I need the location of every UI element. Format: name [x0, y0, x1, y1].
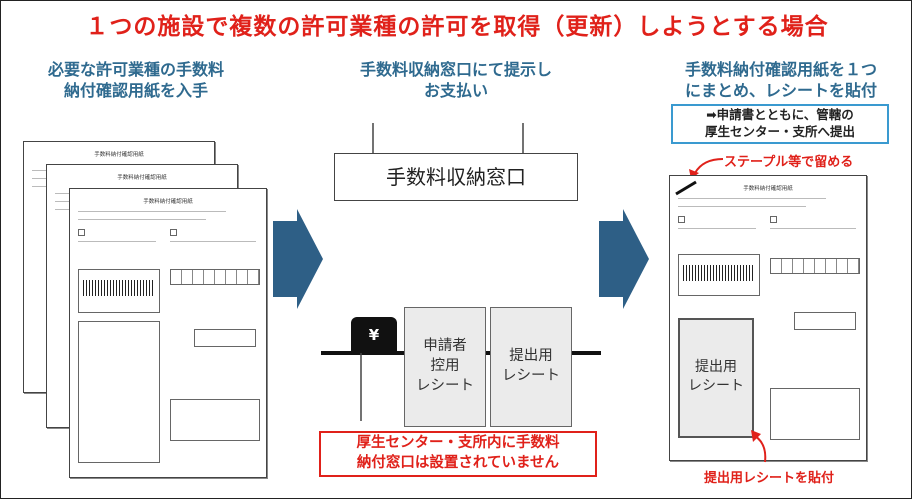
form-stamp-box	[194, 329, 256, 347]
form-receipt-area	[78, 321, 160, 463]
receipt-submit-line1: 提出用	[509, 348, 553, 364]
form-checkbox	[770, 216, 777, 223]
form-sheet-title: 手数料納付確認用紙	[117, 175, 167, 181]
step3-line1: 手数料納付確認用紙を１つ	[684, 60, 877, 79]
submission-note: ➡申請書とともに、管轄の 厚生センター・支所へ提出	[671, 104, 889, 144]
form-sheet-title: 手数料納付確認用紙	[143, 199, 193, 205]
counter-sign: 手数料収納窓口	[334, 153, 578, 201]
flow-arrow-2	[599, 209, 649, 309]
combined-form: 手数料納付確認用紙 提出用 レシート	[669, 175, 867, 461]
step2-line2: お支払い	[423, 81, 488, 100]
form-checkbox	[678, 216, 685, 223]
step3-line2: にまとめ、レシートを貼付	[684, 81, 877, 100]
receipt-applicant-copy: 申請者 控用 レシート	[404, 307, 486, 427]
note-line2: 厚生センター・支所へ提出	[704, 124, 855, 139]
staple-mark-icon	[675, 180, 697, 196]
receipt-submit-copy: 提出用 レシート	[490, 307, 572, 427]
form-checkbox	[78, 229, 85, 236]
form-barcode-box	[78, 269, 160, 313]
pasted-receipt-line1: 提出用	[695, 359, 737, 375]
form-applicant-box	[170, 399, 260, 441]
pasted-receipt: 提出用 レシート	[678, 318, 754, 438]
form-barcode-box	[678, 254, 760, 296]
yen-register-icon: ¥	[351, 317, 397, 353]
form-checkbox	[170, 229, 177, 236]
paste-label: 提出用レシートを貼付	[704, 471, 835, 486]
step3-heading: 手数料納付確認用紙を１つ にまとめ、レシートを貼付	[661, 59, 901, 101]
step2-line1: 手数料収納窓口にて提示し	[359, 60, 552, 79]
warning-line2: 納付窓口は設置されていません	[356, 455, 560, 471]
page-title: １つの施設で複数の許可業種の許可を取得（更新）しようとする場合	[85, 14, 829, 40]
step1-line1: 必要な許可業種の手数料	[47, 60, 224, 79]
receipt-applicant-line3: レシート	[416, 378, 474, 394]
step1-heading: 必要な許可業種の手数料 納付確認用紙を入手	[21, 59, 251, 101]
pasted-receipt-line2: レシート	[688, 378, 744, 394]
note-line1: ➡申請書とともに、管轄の	[706, 107, 854, 122]
step2-heading: 手数料収納窓口にて提示し お支払い	[331, 59, 581, 101]
form-number-grid	[170, 269, 260, 285]
paste-arrow	[751, 430, 767, 463]
form-sheet-front: 手数料納付確認用紙	[69, 188, 267, 478]
form-stamp-box	[794, 312, 856, 330]
flow-arrow-1	[273, 209, 323, 309]
receipt-applicant-line1: 申請者	[423, 338, 467, 354]
warning-box: 厚生センター・支所内に手数料 納付窓口は設置されていません	[319, 431, 597, 477]
form-sheet-title: 手数料納付確認用紙	[743, 186, 793, 192]
form-number-grid	[770, 258, 860, 274]
step1-line2: 納付確認用紙を入手	[63, 81, 208, 100]
staple-label: ステープル等で留める	[724, 155, 854, 170]
receipt-applicant-line2: 控用	[430, 358, 460, 374]
form-applicant-box	[770, 388, 860, 440]
counter-hanger	[372, 123, 524, 153]
receipt-submit-line2: レシート	[502, 368, 560, 384]
form-sheet-title: 手数料納付確認用紙	[94, 152, 144, 158]
warning-line1: 厚生センター・支所内に手数料	[356, 435, 560, 451]
